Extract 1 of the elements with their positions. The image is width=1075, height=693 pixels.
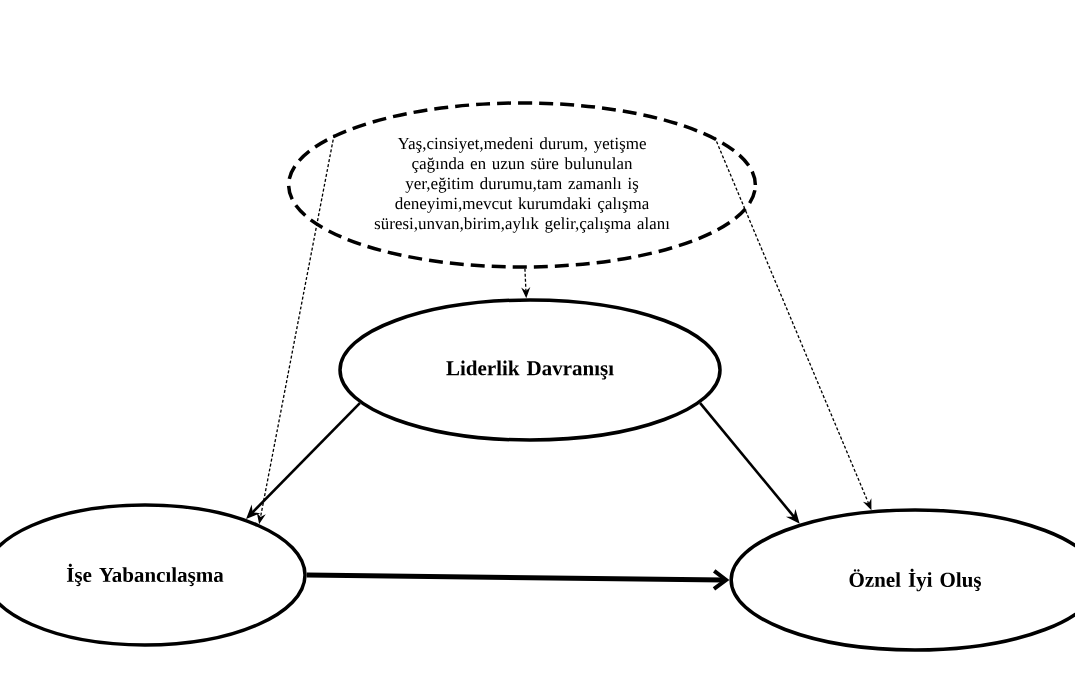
arrow	[306, 569, 730, 591]
